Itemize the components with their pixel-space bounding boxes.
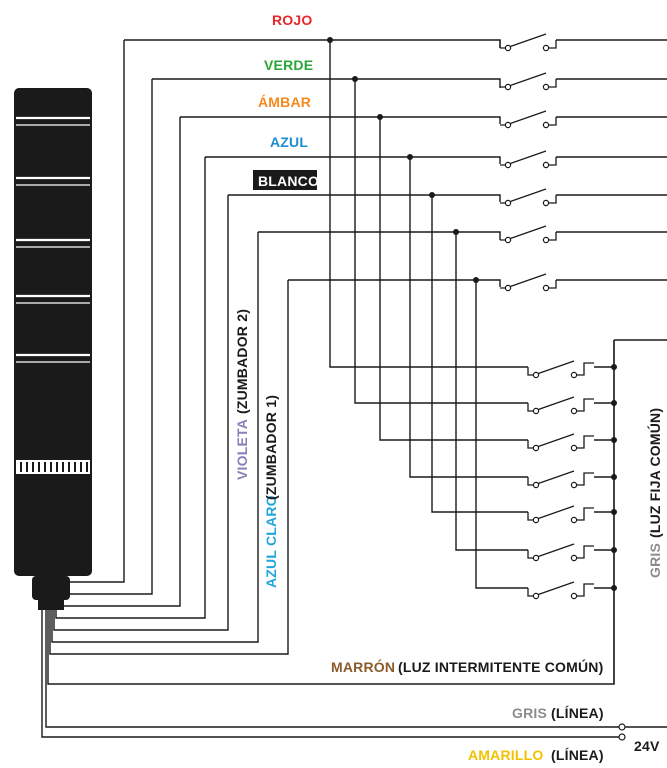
terminal-gris (618, 723, 626, 731)
label-ambar: ÁMBAR (258, 94, 311, 110)
terminal-amarillo (618, 733, 626, 741)
signal-tower-icon (14, 88, 92, 610)
switch-icon (527, 360, 594, 600)
label-gris-fija: GRIS (647, 543, 663, 578)
switch-icon (499, 33, 557, 292)
label-azul: AZUL (270, 134, 308, 150)
label-blanco-bg (253, 170, 317, 190)
junction-dots (327, 37, 617, 591)
label-gris-fija-group: GRIS (LUZ FIJA COMÚN) (646, 408, 663, 578)
label-luz-fija: (LUZ FIJA COMÚN) (646, 408, 663, 538)
label-azul-claro: AZUL CLARO (263, 495, 279, 588)
label-zumbador-2: (ZUMBADOR 2) (234, 309, 250, 414)
label-gris-linea: GRIS (512, 705, 547, 721)
label-zumbador-1: (ZUMBADOR 1) (263, 395, 279, 500)
label-luz-intermitente: (LUZ INTERMITENTE COMÚN) (398, 658, 603, 675)
wires (41, 39, 667, 738)
label-verde: VERDE (264, 57, 313, 73)
label-amarillo: AMARILLO (468, 747, 543, 763)
label-azul-claro-group: AZUL CLARO (ZUMBADOR 1) (263, 395, 279, 588)
label-violeta-group: VIOLETA (ZUMBADOR 2) (234, 309, 250, 480)
label-rojo: ROJO (272, 12, 312, 28)
label-blanco: BLANCO (258, 173, 319, 189)
label-marron: MARRÓN (331, 658, 395, 675)
label-linea-1: (LÍNEA) (551, 705, 604, 721)
label-linea-2: (LÍNEA) (551, 747, 604, 763)
label-voltage: 24V (634, 738, 660, 754)
label-violeta: VIOLETA (234, 419, 250, 480)
